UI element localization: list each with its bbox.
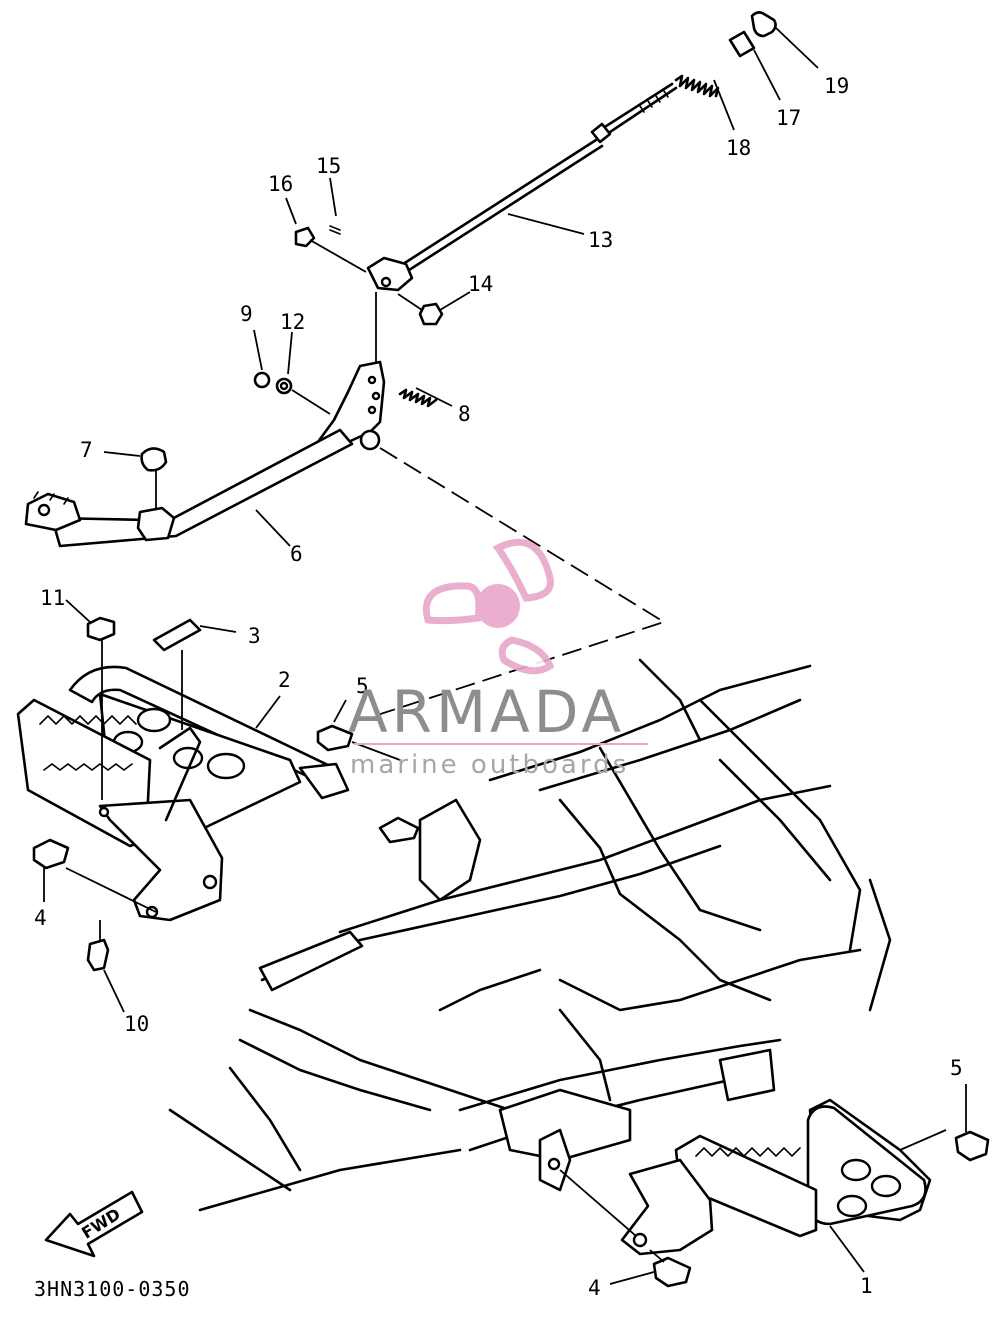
callout-18: 18 (726, 136, 752, 160)
callout-4-right: 4 (588, 1276, 601, 1300)
frame (168, 658, 892, 1212)
callout-9: 9 (240, 302, 253, 326)
callout-15: 15 (316, 154, 342, 178)
watermark-brand: ARMADA (348, 678, 626, 746)
callout-5-upper: 5 (356, 674, 369, 698)
callout-2: 2 (278, 668, 291, 692)
callout-16: 16 (268, 172, 294, 196)
callout-17: 17 (776, 106, 802, 130)
left-footrest (16, 616, 420, 1013)
callout-8: 8 (458, 402, 471, 426)
callout-7: 7 (80, 438, 93, 462)
watermark-tagline: marine outboards (350, 750, 630, 780)
right-footrest (559, 1084, 990, 1288)
callout-3: 3 (248, 624, 261, 648)
callout-12: 12 (280, 310, 306, 334)
callout-5-right: 5 (950, 1056, 963, 1080)
callout-11: 11 (40, 586, 66, 610)
callout-6: 6 (290, 542, 303, 566)
callout-19: 19 (824, 74, 850, 98)
callout-14: 14 (468, 272, 494, 296)
forward-arrow-icon (44, 1190, 144, 1258)
brake-rod-assembly (294, 11, 777, 362)
propeller-icon (423, 538, 555, 675)
brake-pedal (24, 360, 667, 721)
callout-10: 10 (124, 1012, 150, 1036)
callout-leaders (65, 27, 819, 623)
callout-13: 13 (588, 228, 614, 252)
drawing-code: 3HN3100-0350 (34, 1277, 191, 1301)
callout-4-left: 4 (34, 906, 47, 930)
callout-1: 1 (860, 1274, 873, 1298)
